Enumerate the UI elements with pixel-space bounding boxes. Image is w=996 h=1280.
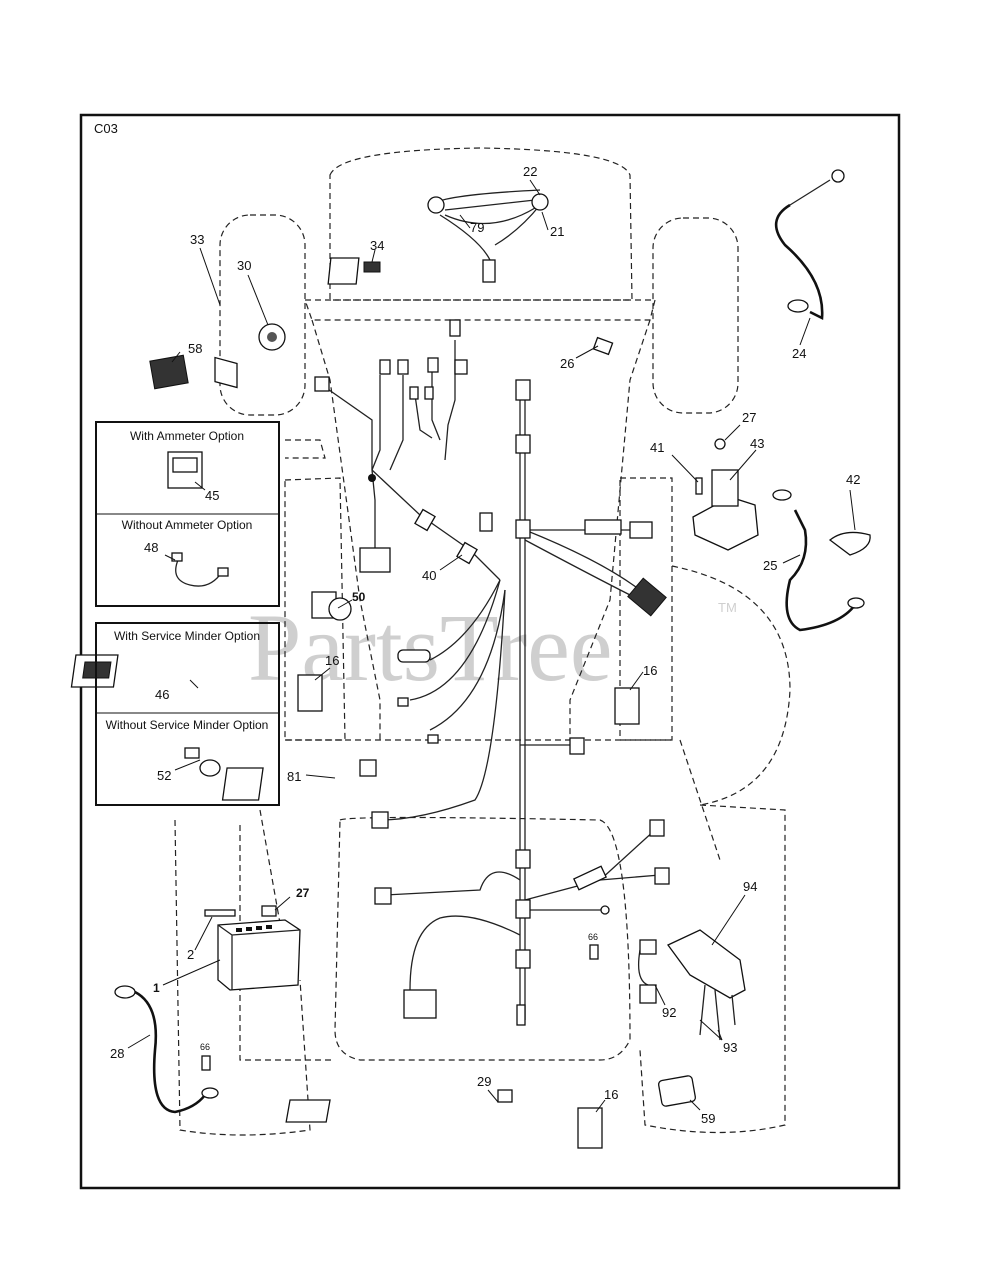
callout-33: 33 <box>190 232 204 247</box>
diagram-frame <box>79 113 901 1190</box>
callout-16-left: 16 <box>325 653 339 668</box>
part-bolts-66 <box>201 944 599 1071</box>
without-service-minder-label: Without Service Minder Option <box>106 718 269 732</box>
callout-40: 40 <box>422 568 436 583</box>
callout-43: 43 <box>750 436 764 451</box>
part-lights-21-22-79 <box>427 189 549 283</box>
callout-58: 58 <box>188 341 202 356</box>
callout-27-top: 27 <box>742 410 756 425</box>
callout-66-right: 66 <box>588 932 598 942</box>
leader-lines <box>127 179 856 1113</box>
callout-34: 34 <box>370 238 384 253</box>
part-switch-29 <box>285 1089 513 1123</box>
callout-22: 22 <box>523 164 537 179</box>
diagram-code: C03 <box>94 121 118 136</box>
callout-42: 42 <box>846 472 860 487</box>
part-solenoid-43 <box>692 438 759 551</box>
callout-94: 94 <box>743 879 757 894</box>
part-cable-25 <box>772 489 871 632</box>
callout-27-bottom: 27 <box>296 886 310 900</box>
callout-29: 29 <box>477 1074 491 1089</box>
callout-79: 79 <box>470 220 484 235</box>
part-cable-28 <box>114 985 219 1114</box>
watermark-trademark: TM <box>718 600 737 615</box>
part-option-items <box>70 451 229 777</box>
callout-59: 59 <box>701 1111 715 1126</box>
callout-numbers: 22 21 79 34 33 30 58 26 24 27 41 43 42 2… <box>110 164 860 1126</box>
callout-41: 41 <box>650 440 664 455</box>
part-battery-1 <box>204 905 301 991</box>
callout-81: 81 <box>287 769 301 784</box>
callout-24: 24 <box>792 346 806 361</box>
part-switch-94 <box>637 929 746 1041</box>
callout-92: 92 <box>662 1005 676 1020</box>
with-ammeter-label: With Ammeter Option <box>130 429 244 443</box>
callout-52: 52 <box>157 768 171 783</box>
part-cable-24 <box>774 169 845 321</box>
callout-26: 26 <box>560 356 574 371</box>
wiring-harness <box>314 319 670 1026</box>
callout-93: 93 <box>723 1040 737 1055</box>
callout-25: 25 <box>763 558 777 573</box>
callout-16-bottom: 16 <box>604 1087 618 1102</box>
part-relay-16 <box>297 674 640 1149</box>
without-ammeter-label: Without Ammeter Option <box>122 518 253 532</box>
callout-28: 28 <box>110 1046 124 1061</box>
callout-21: 21 <box>550 224 564 239</box>
part-33-30-58 <box>149 323 286 390</box>
callout-66-left: 66 <box>200 1042 210 1052</box>
part-26 <box>592 336 614 356</box>
callout-50: 50 <box>352 590 366 604</box>
service-minder-option-box: With Service Minder Option Without Servi… <box>95 622 280 806</box>
part-relay-81 <box>221 759 377 801</box>
with-service-minder-label: With Service Minder Option <box>114 629 260 643</box>
callout-2: 2 <box>187 947 194 962</box>
callout-16-right: 16 <box>643 663 657 678</box>
callout-1: 1 <box>153 981 160 995</box>
part-59 <box>657 1075 697 1107</box>
callout-30: 30 <box>237 258 251 273</box>
ammeter-option-box: With Ammeter Option Without Ammeter Opti… <box>95 421 280 607</box>
callout-45: 45 <box>205 488 219 503</box>
callout-48: 48 <box>144 540 158 555</box>
callout-46: 46 <box>155 687 169 702</box>
